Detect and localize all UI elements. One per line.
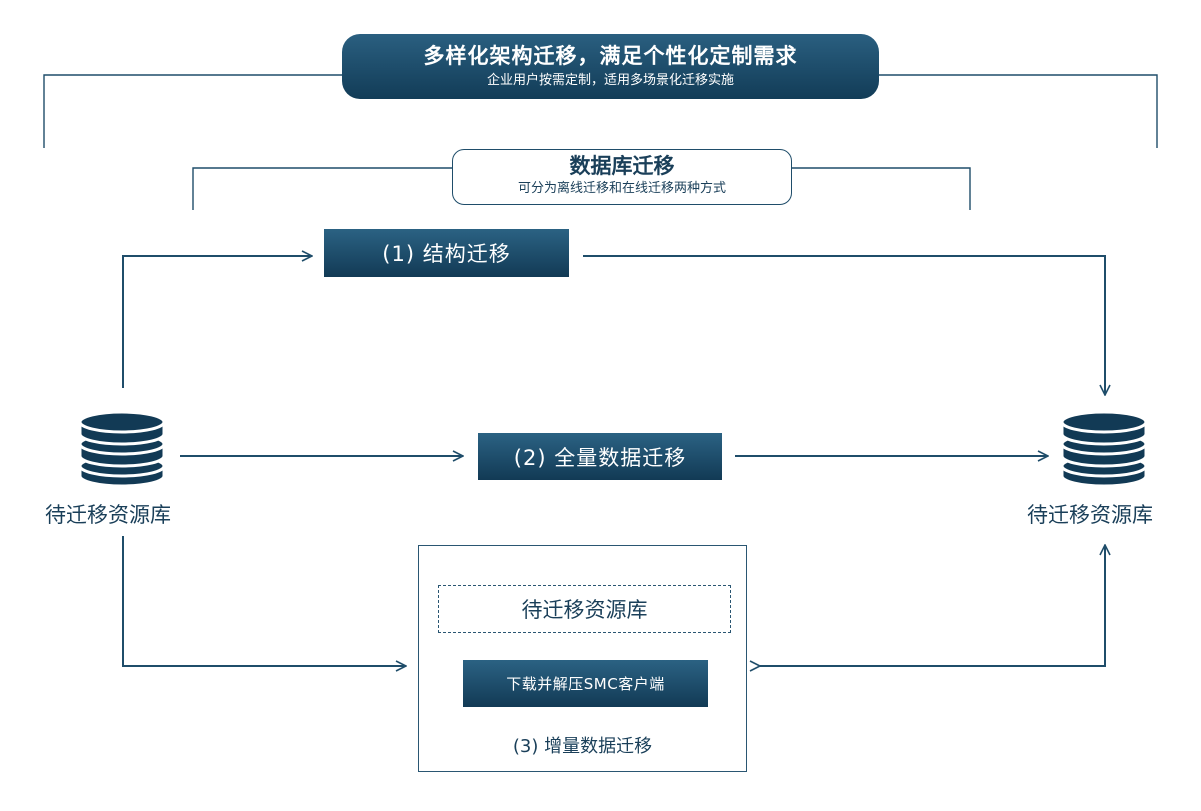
banner-title: 多样化架构迁移，满足个性化定制需求: [423, 44, 798, 68]
incremental-source-db-box: 待迁移资源库: [438, 585, 731, 633]
step-structure-migration: (1) 结构迁移: [324, 229, 569, 277]
db-migration-subtitle: 可分为离线迁移和在线迁移两种方式: [517, 181, 726, 196]
arrow-source-to-structure: [122, 256, 312, 388]
source-database-icon: [78, 410, 166, 488]
db-migration-box: 数据库迁移 可分为离线迁移和在线迁移两种方式: [452, 149, 792, 205]
arrow-structure-to-target: [583, 255, 1105, 395]
banner-subtitle: 企业用户按需定制，适用多场景化迁移实施: [486, 73, 734, 88]
incremental-migration-box: [418, 545, 747, 772]
top-banner: 多样化架构迁移，满足个性化定制需求 企业用户按需定制，适用多场景化迁移实施: [342, 34, 879, 99]
arrow-incremental-target: [760, 545, 1105, 666]
target-database-label: 待迁移资源库: [1027, 503, 1153, 527]
target-database-icon: [1060, 410, 1148, 488]
download-smc-client-button[interactable]: 下载并解压SMC客户端: [463, 660, 708, 707]
step-incremental-migration-label: (3) 增量数据迁移: [512, 736, 653, 757]
arrow-source-to-incremental: [122, 536, 406, 666]
outer-bracket: [43, 74, 1158, 148]
db-migration-title: 数据库迁移: [569, 154, 675, 178]
source-database-label: 待迁移资源库: [45, 503, 171, 527]
step-full-data-migration: (2) 全量数据迁移: [478, 433, 722, 480]
inner-bracket: [192, 167, 971, 210]
